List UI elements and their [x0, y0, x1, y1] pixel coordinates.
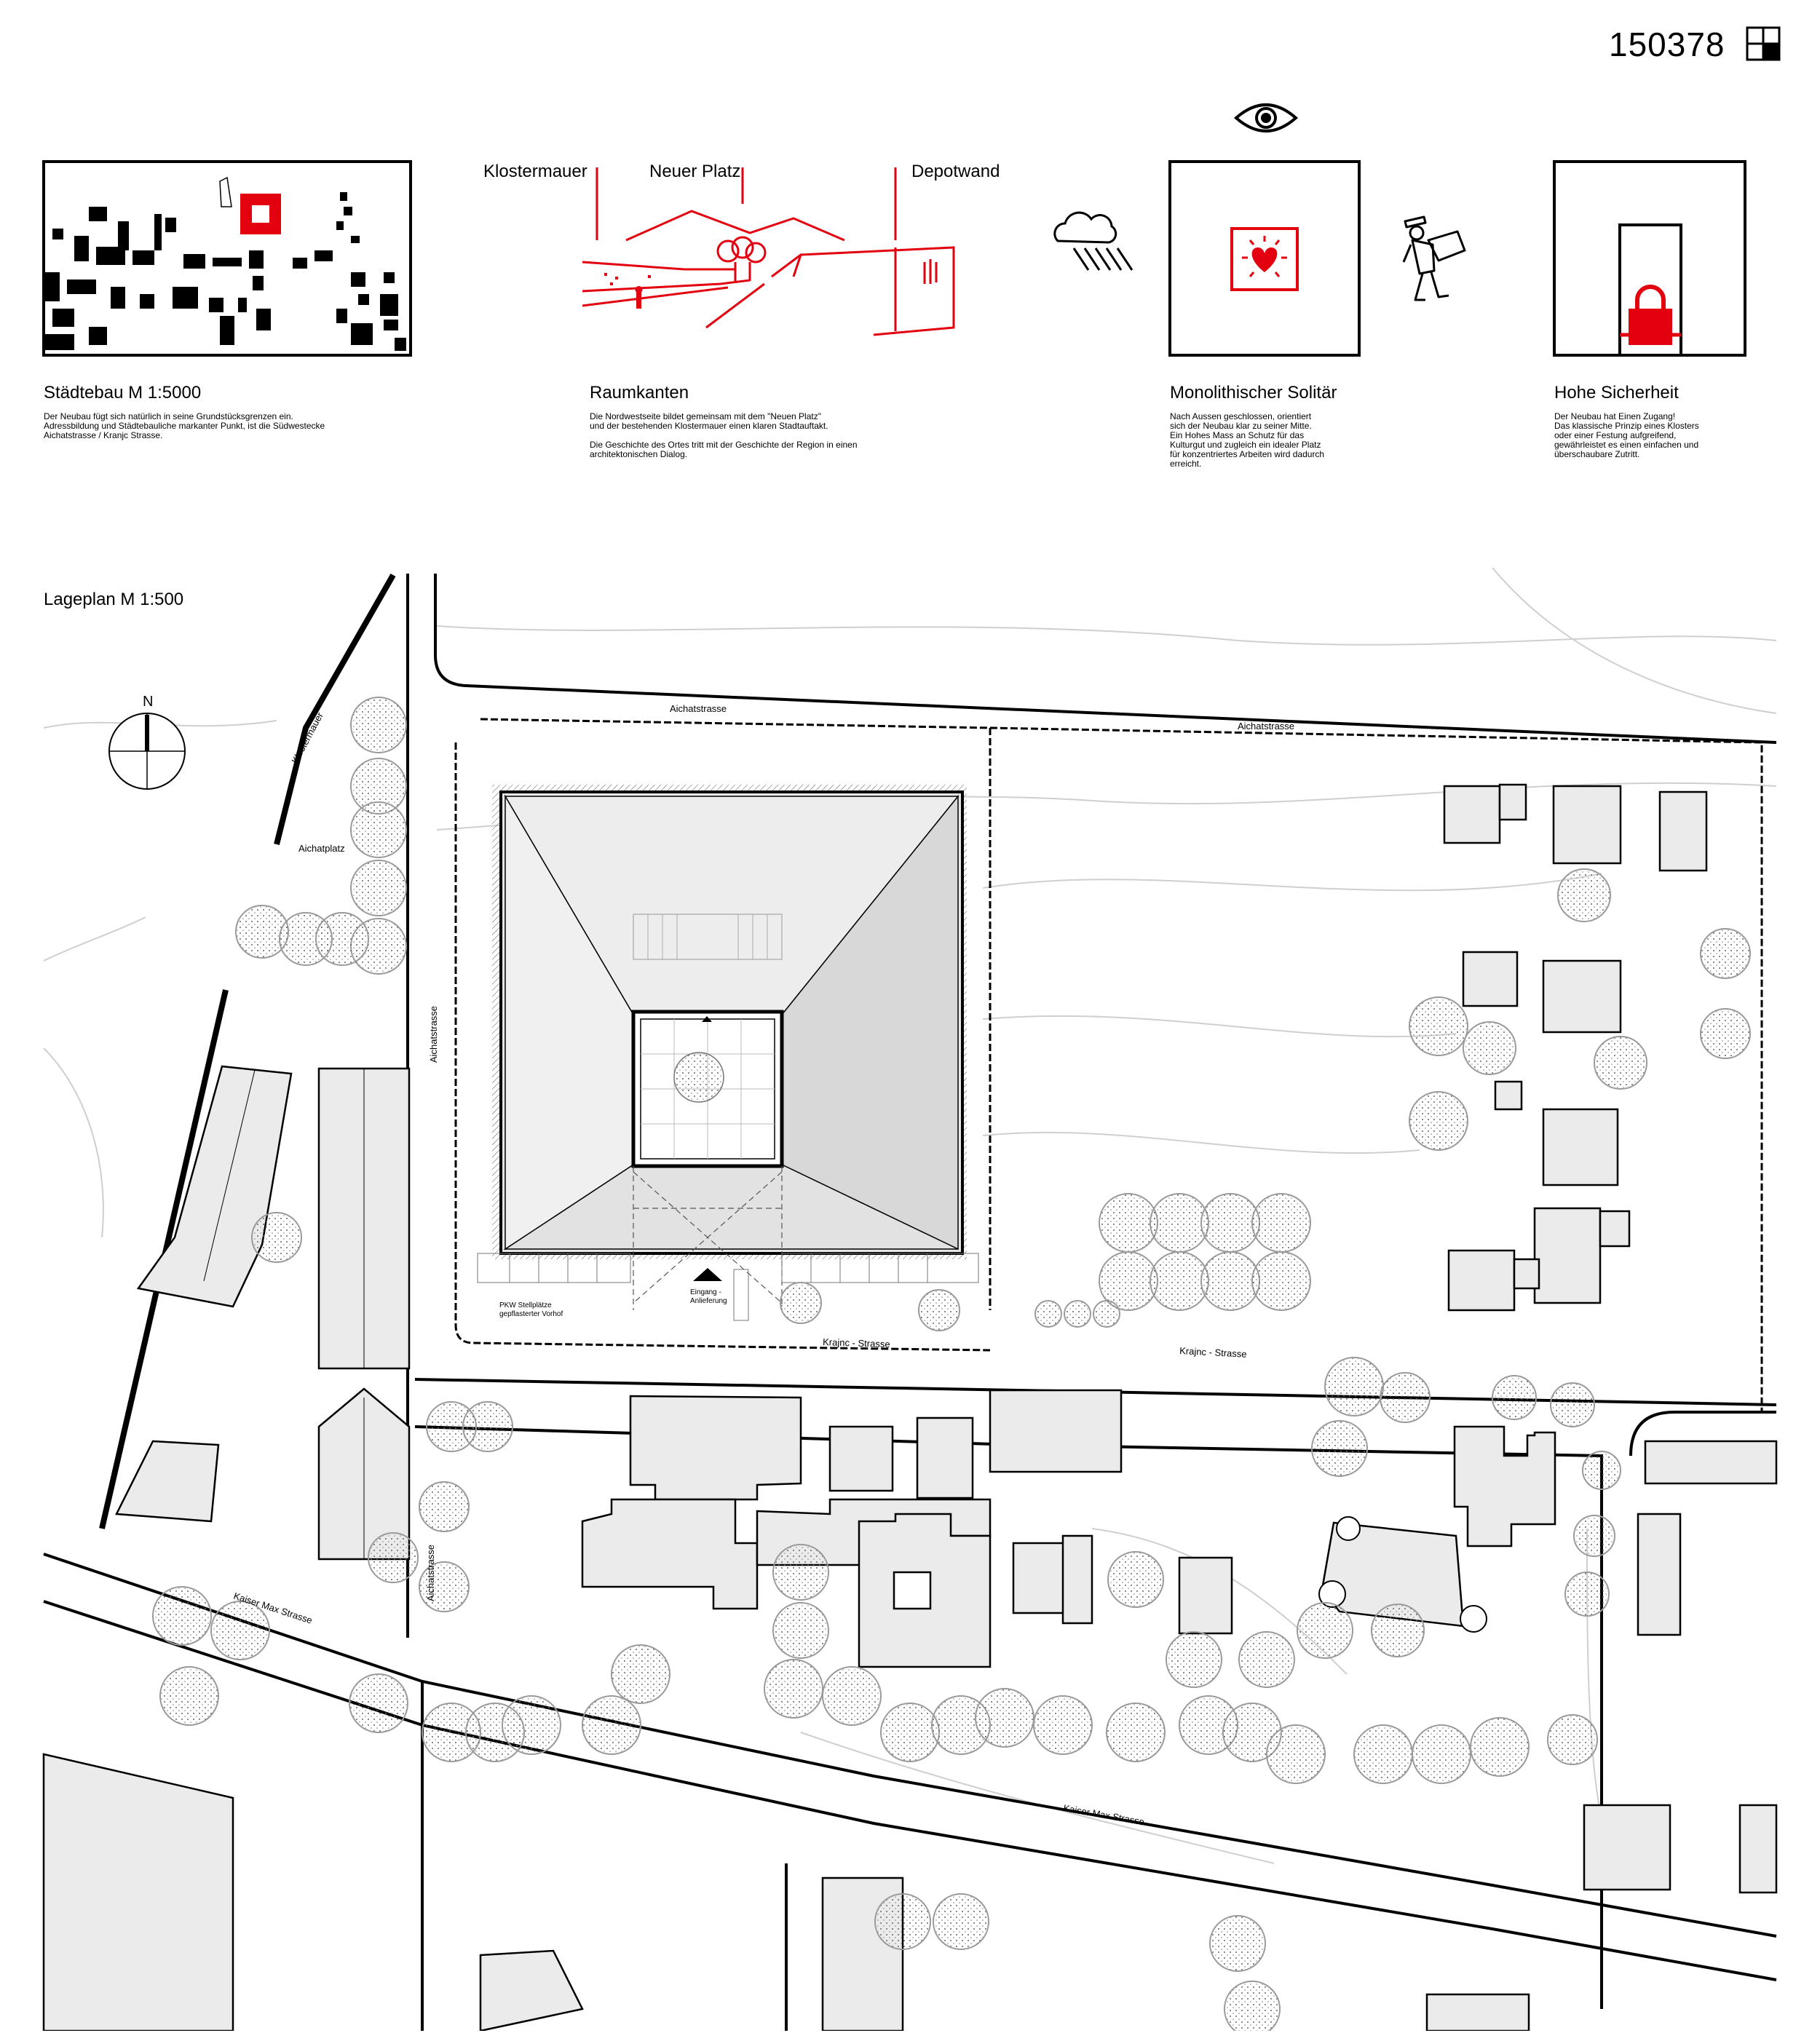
staedtebau-text: Der Neubau fügt sich natürlich in seine …	[44, 411, 325, 440]
north-arrow	[108, 713, 186, 790]
site-plan-title: Lageplan M 1:500	[44, 590, 184, 609]
place-label-aichatplatz: Aichatplatz	[298, 843, 345, 854]
eye-icon	[1233, 103, 1299, 132]
raumkanten-perspective	[582, 167, 955, 336]
new-building	[492, 785, 967, 1310]
project-number: 150378	[1609, 25, 1725, 63]
street-label-aichat-3: Aichatstrasse	[428, 1006, 439, 1063]
street-label-kranjc-1: Krajnc - Strasse	[823, 1336, 890, 1350]
street-label-kranjc-2: Krajnc - Strasse	[1179, 1345, 1247, 1360]
staedtebau-diagram	[42, 160, 412, 357]
heart-sun-icon	[1230, 227, 1299, 291]
parking-label-line: PKW Stellplätze	[499, 1301, 552, 1309]
person-carrying-icon	[1402, 215, 1466, 301]
plot-boundary	[454, 718, 1763, 1412]
raumkanten-title: Raumkanten	[590, 383, 689, 403]
existing-buildings	[42, 783, 1778, 2031]
street-label-kaiser-2: Kaiser Max Strasse	[1062, 1802, 1145, 1827]
annotation-line: gepflasterter Vorhof	[499, 1310, 563, 1318]
raumkanten-text: Die Nordwestseite bildet gemeinsam mit d…	[590, 411, 858, 459]
street-label-aichat-1: Aichatstrasse	[670, 703, 727, 714]
place-label-klostermauer: Klostermauer	[289, 710, 325, 766]
label-klostermauer: Klostermauer	[483, 162, 587, 181]
street-label-aichat-2: Aichatstrasse	[1238, 721, 1294, 732]
solitaer-title: Monolithischer Solitär	[1170, 383, 1337, 403]
padlock-icon	[1618, 223, 1682, 357]
street-label-aichat-4: Aichatstrasse	[425, 1545, 436, 1601]
sicherheit-text: Der Neubau hat Einen Zugang! Das klassis…	[1554, 411, 1699, 459]
entrance-label-line: Eingang -	[690, 1288, 721, 1296]
sicherheit-diagram	[1553, 160, 1746, 357]
sicherheit-title: Hohe Sicherheit	[1554, 383, 1679, 403]
parking	[477, 1253, 979, 1321]
site-plan: N Aichatstrasse Aichatstrasse Aichatstra…	[42, 568, 1778, 2031]
cloud-rain-icon	[1053, 211, 1133, 271]
solitaer-text: Nach Aussen geschlossen, orientiert sich…	[1170, 411, 1325, 469]
annotation-line: Anlieferung	[690, 1297, 727, 1305]
label-depotwand: Depotwand	[911, 162, 1000, 181]
parking-label: PKW Stellplätze gepflasterter Vorhof	[499, 1301, 563, 1318]
urban-figure-ground	[45, 176, 406, 351]
trees	[152, 697, 1751, 2031]
label-neuer-platz: Neuer Platz	[649, 162, 741, 181]
quadrant-logo-icon	[1746, 26, 1781, 61]
solitaer-diagram	[1168, 160, 1361, 357]
entrance-label: Eingang - Anlieferung	[690, 1288, 727, 1305]
north-label: N	[143, 694, 153, 710]
staedtebau-title: Städtebau M 1:5000	[44, 383, 202, 403]
